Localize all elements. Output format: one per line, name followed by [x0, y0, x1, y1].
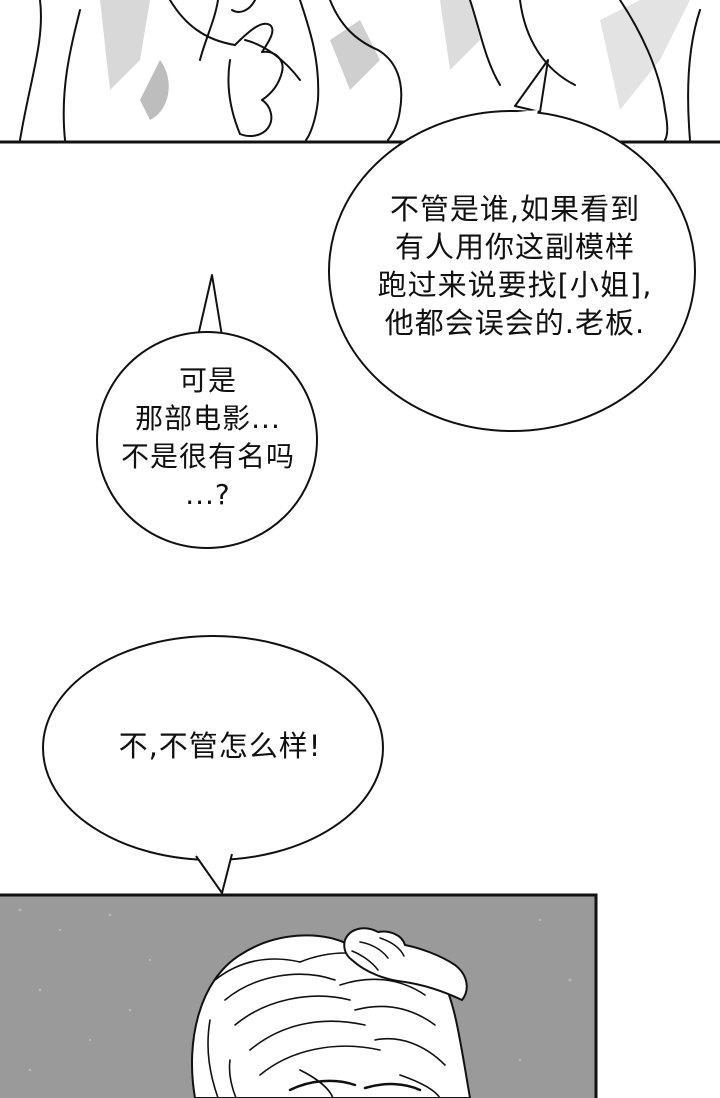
bottom-panel [0, 893, 598, 1098]
speech-bubble-retort [42, 635, 384, 894]
question-text: 可是 那部电影... 不是很有名吗 ...? [120, 364, 295, 511]
top-panel [0, 0, 720, 144]
speech-bubble-boss [328, 59, 696, 432]
speech-bubble-question [96, 274, 318, 549]
boss-reply-text: 不管是谁,如果看到 有人用你这副模样 跑过来说要找[小姐], 他都会误会的.老板… [377, 192, 653, 340]
retort-text: 不,不管怎么样! [118, 729, 322, 763]
